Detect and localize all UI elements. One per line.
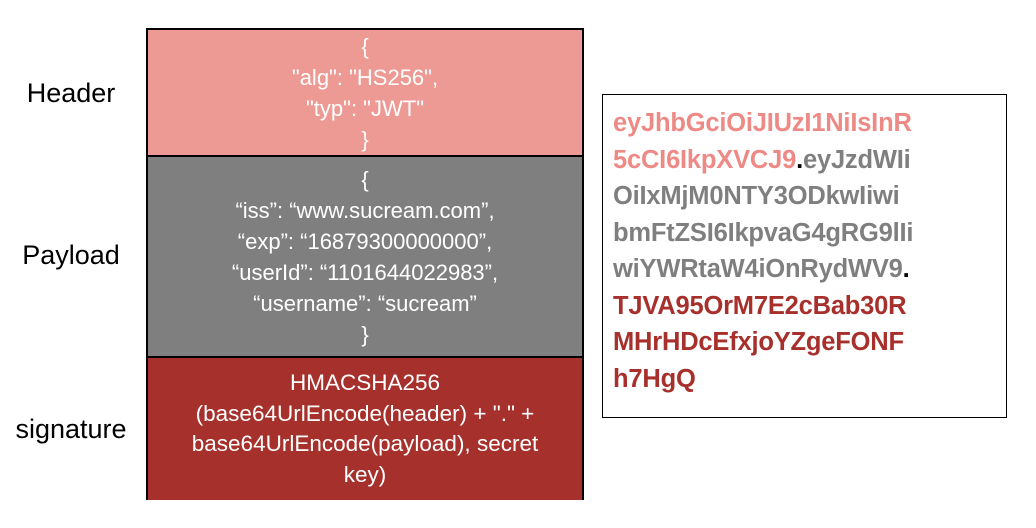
token-header-part: 5cCI6IkpXVCJ9 — [613, 145, 797, 174]
token-line: bmFtZSI6IkpvaG4gRG9lIi — [613, 215, 996, 252]
token-payload-part: eyJzdWIi — [802, 145, 911, 174]
header-line: } — [361, 126, 369, 152]
signature-section: HMACSHA256 (base64UrlEncode(header) + ".… — [148, 358, 582, 500]
token-line: wiYWRtaW4iOnRydWV9. — [613, 251, 996, 288]
token-header-part: eyJhbGciOiJIUzI1NiIsInR — [613, 109, 912, 137]
payload-line: } — [361, 321, 369, 347]
token-signature-part: MHrHDcEfxjoYZgeFONF — [613, 328, 904, 356]
token-line: h7HgQ — [613, 361, 996, 398]
token-payload-part: OiIxMjM0NTY3ODkwIiwi — [613, 182, 900, 210]
token-signature-part: h7HgQ — [613, 364, 696, 393]
token-payload-part: wiYWRtaW4iOnRydWV9 — [613, 255, 903, 283]
encoded-token-box: eyJhbGciOiJIUzI1NiIsInR 5cCI6IkpXVCJ9.ey… — [602, 94, 1007, 418]
header-section: { "alg": "HS256", "typ": "JWT" } — [148, 30, 582, 157]
header-label: Header — [26, 78, 116, 108]
payload-section: { “iss”: “www.sucream.com”, “exp”: “1687… — [148, 157, 582, 358]
payload-line: “username”: “sucream” — [253, 290, 477, 316]
token-payload-part: bmFtZSI6IkpvaG4gRG9lIi — [613, 218, 914, 247]
signature-line: (base64UrlEncode(header) + "." + — [195, 400, 535, 426]
token-line: OiIxMjM0NTY3ODkwIiwi — [613, 178, 996, 215]
payload-line: “userId”: “1101644022983”, — [231, 259, 499, 285]
signature-line: base64UrlEncode(payload), secret — [191, 431, 539, 456]
token-signature-part: TJVA95OrM7E2cBab30R — [613, 291, 907, 320]
signature-label: signature — [15, 414, 127, 444]
signature-line: HMACSHA256 — [289, 370, 441, 395]
payload-line: “exp”: “16879300000000”, — [237, 228, 493, 254]
jwt-structure-stack: { "alg": "HS256", "typ": "JWT" } { “iss”… — [146, 28, 584, 500]
payload-line: { — [361, 166, 369, 192]
token-line: 5cCI6IkpXVCJ9.eyJzdWIi — [613, 142, 996, 179]
header-line: { — [361, 33, 369, 59]
token-separator-dot: . — [796, 145, 803, 174]
signature-line: key) — [343, 461, 387, 487]
payload-label: Payload — [22, 240, 120, 270]
payload-line: “iss”: “www.sucream.com”, — [235, 197, 495, 223]
token-line: MHrHDcEfxjoYZgeFONF — [613, 324, 996, 361]
token-separator-dot: . — [902, 255, 910, 283]
header-line: "alg": "HS256", — [291, 64, 439, 90]
token-line: eyJhbGciOiJIUzI1NiIsInR — [613, 105, 996, 142]
header-line: "typ": "JWT" — [305, 95, 424, 121]
token-line: TJVA95OrM7E2cBab30R — [613, 288, 996, 325]
